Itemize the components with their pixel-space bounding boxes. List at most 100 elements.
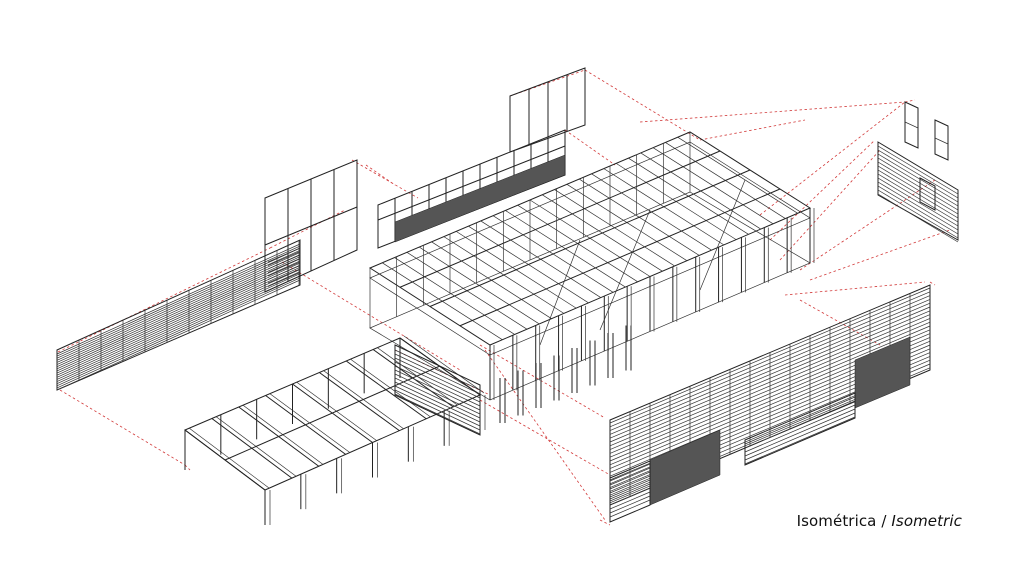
louver-slat [56,260,301,372]
louver-slat [267,258,301,273]
door-rail [934,137,949,145]
screen-slat [394,377,481,419]
screen-slat [394,361,481,403]
facade-slat [877,181,959,231]
screen-slat [394,365,481,407]
pergola-frame [184,335,486,525]
screen-slat [394,353,481,395]
screen-slat [394,357,481,399]
screen-slat [394,373,481,415]
projection-line [584,69,701,141]
caption-english: Isometric [891,512,962,530]
louver-slat [56,258,301,370]
louver-slat [744,412,856,461]
roof-beam [399,150,721,288]
projection-line [779,149,881,261]
left-window-panel [264,159,358,293]
lower-louver-band [744,392,856,466]
middle-window-strip [377,129,566,249]
door-left [904,101,919,149]
louver-slat [744,396,856,445]
projection-line [904,99,916,103]
projection-line [809,229,951,281]
projection-lines [57,69,951,526]
door-rail [904,121,919,129]
projection-line [479,344,606,419]
louver-wall-outline [56,239,301,391]
louver-slat [267,251,301,266]
window-panel-outline [264,159,358,293]
brace [699,179,746,291]
louver-slat [56,275,301,387]
projection-line [281,261,461,371]
top-window-panel [509,67,586,153]
brace [599,209,651,331]
roof-beam [429,169,751,307]
roof-frame-lower [369,141,811,356]
projection-line [639,101,906,123]
bottom-louver-facade [609,284,931,523]
louver-slat [56,277,301,389]
facade-slat [877,149,959,199]
projection-line [184,464,191,471]
louver-slat [609,471,651,490]
projection-line [769,139,876,241]
caption-separator: / [876,512,892,530]
louver-slat [56,264,301,376]
louver-slat [56,256,301,368]
facade-slat [877,145,959,195]
roof-beam [459,188,781,327]
louver-slat [609,467,651,486]
left-louver-wall [56,239,301,391]
window-transom [377,145,566,221]
window-transom [264,206,358,246]
louver-facade-outline [609,284,931,506]
projection-line [57,247,271,353]
facade-slat [877,177,959,227]
screen-slat [394,369,481,411]
facade-slat [877,173,959,223]
screen-slat [394,381,481,423]
louver-slat [744,416,856,465]
projection-line [759,101,906,216]
louver-slat [267,268,301,284]
projection-line [351,159,419,199]
louver-door-block [854,336,911,409]
projection-line [484,349,606,521]
main-structural-frame [368,131,815,423]
projection-line [699,119,806,141]
louver-slat [744,408,856,457]
louver-slat [609,491,651,510]
louver-slat [56,254,301,365]
brace [539,239,581,346]
louver-slat [56,250,301,361]
facade-slat [877,193,959,243]
pergola-girder [224,365,441,461]
projection-line [269,209,346,249]
louver-slat [56,252,301,363]
projection-line [929,281,936,286]
projection-line [564,129,616,166]
screen-slat [394,389,481,431]
louver-slat [56,262,301,374]
screen-slat [394,385,481,427]
glazing-band [394,154,566,243]
louver-slat [56,266,301,378]
projection-line [59,389,186,466]
door-right [934,119,949,161]
facade-slat [877,185,959,235]
louver-slat [56,243,301,355]
louver-slat [609,499,651,518]
louver-slat [267,265,301,280]
facade-slat [877,169,959,219]
louver-slat [267,272,301,287]
facade-slat [877,189,959,239]
projection-line [509,69,586,97]
top-panel-outline [509,67,586,153]
louver-door-block [649,429,721,506]
facade-slat [877,157,959,207]
projection-line [599,519,611,526]
door-elements [904,101,949,161]
louver-slat [609,487,651,506]
